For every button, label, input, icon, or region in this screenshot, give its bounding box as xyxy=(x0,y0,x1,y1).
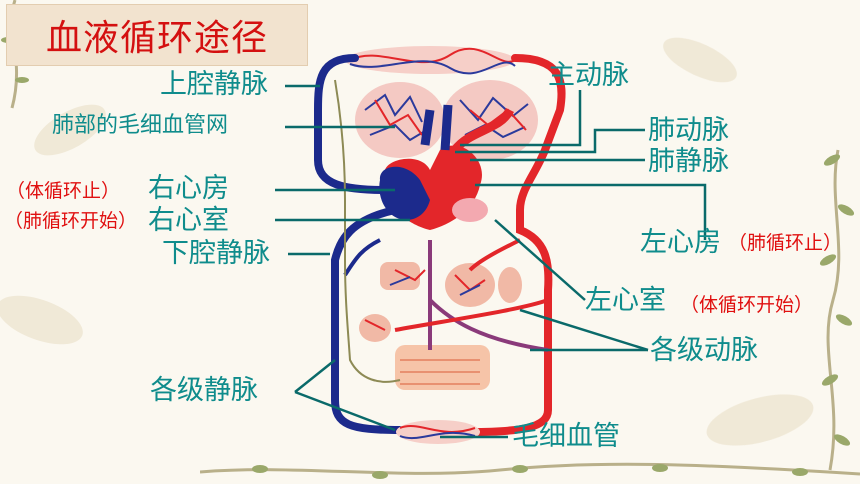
leader-arteries-1 xyxy=(519,308,649,352)
label-veins: 各级静脉 xyxy=(150,375,258,406)
leader-veins-1 xyxy=(294,359,336,393)
label-inferior-vena-cava: 下腔静脉 xyxy=(162,238,270,269)
vein-loop xyxy=(314,54,404,434)
label-aorta: 主动脉 xyxy=(548,60,629,91)
artery-loop xyxy=(466,54,566,436)
note-pulmonary-end: （肺循环止） xyxy=(728,232,843,254)
label-arteries: 各级动脉 xyxy=(650,335,758,366)
leader-veins-2 xyxy=(294,390,396,432)
label-lung-capillaries: 肺部的毛细血管网 xyxy=(52,113,229,138)
heart xyxy=(379,104,515,230)
label-superior-vena-cava: 上腔静脉 xyxy=(160,69,268,100)
label-left-ventricle: 左心室 xyxy=(585,285,666,316)
upper-body-capillaries xyxy=(345,46,516,75)
note-systemic-start: （体循环开始） xyxy=(680,294,814,316)
page-title: 血液循环途径 xyxy=(6,4,308,66)
label-capillaries: 毛细血管 xyxy=(512,421,620,452)
leader-left-atrium xyxy=(475,183,707,240)
leader-left-ventricle xyxy=(494,219,586,301)
label-left-atrium: 左心房 xyxy=(640,227,721,258)
label-pulmonary-artery: 肺动脉 xyxy=(648,115,729,146)
note-systemic-end: （体循环止） xyxy=(6,180,121,202)
label-right-atrium: 右心房 xyxy=(148,173,229,204)
leader-pulmonary-artery xyxy=(455,128,645,154)
leader-aorta xyxy=(460,90,582,147)
label-pulmonary-vein: 肺静脉 xyxy=(648,146,729,177)
label-right-ventricle: 右心室 xyxy=(148,205,229,236)
note-pulmonary-start: （肺循环开始） xyxy=(4,210,138,232)
decorative-vine xyxy=(819,149,855,471)
decorative-vine-bottom xyxy=(200,462,860,479)
organ-capillaries xyxy=(343,238,549,390)
lower-body-capillaries xyxy=(396,420,480,444)
